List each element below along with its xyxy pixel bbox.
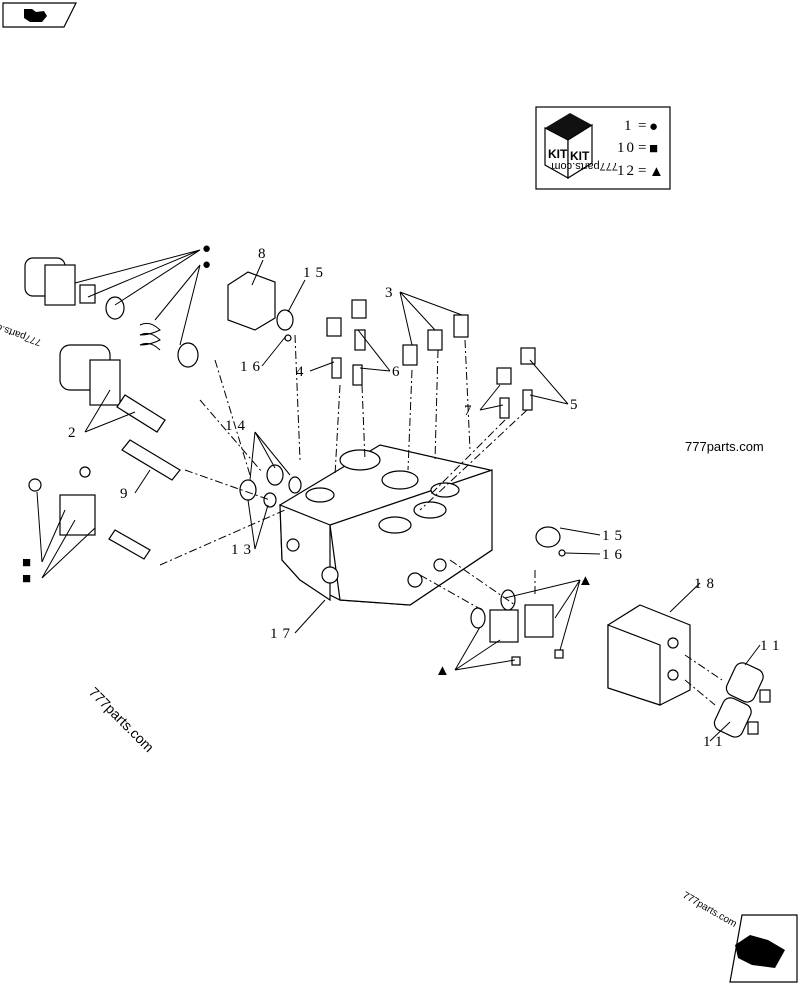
callout-8: 8 (258, 246, 271, 262)
callout-11: 11 (760, 638, 784, 654)
cover-block-part-8 (227, 271, 276, 331)
callout-15: 15 (303, 265, 328, 281)
valve-body-part-17 (279, 444, 493, 606)
watermark: 777parts.com (86, 684, 157, 755)
callout-5: 5 (570, 397, 583, 413)
svg-text:KIT: KIT (548, 147, 568, 161)
triangle-kit-symbol: ▲ (578, 573, 598, 589)
circle-kit-symbol: ● (202, 241, 216, 257)
callout-7: 7 (464, 403, 477, 419)
hand-pointing-right-icon (735, 935, 785, 968)
callout-4: 4 (296, 364, 309, 380)
callout-18: 18 (694, 576, 719, 592)
svg-text:=: = (638, 140, 646, 156)
solenoid-block-part-18 (607, 604, 691, 706)
kit-legend: KIT KIT 1 = ● 10 = ■ 12 = ▲ (535, 106, 671, 190)
circle-symbol: ● (649, 119, 658, 135)
callout-16: 16 (240, 359, 265, 375)
callout-17: 17 (270, 626, 295, 642)
relief-valve-cartridges (326, 299, 536, 419)
callout-14: 14 (225, 418, 250, 434)
flange-covers (470, 589, 564, 666)
leader-lines (36, 249, 761, 742)
square-symbol: ■ (649, 141, 658, 157)
triangle-symbol: ▲ (649, 164, 664, 180)
watermark: 777parts.com (685, 439, 764, 454)
hand-pointing-left-icon (24, 9, 47, 22)
circle-kit-symbol: ● (202, 257, 216, 273)
callout-15: 15 (602, 528, 627, 544)
previous-page-button[interactable] (2, 2, 77, 28)
svg-text:=: = (638, 118, 646, 134)
callout-13: 13 (231, 542, 256, 558)
kit-item-number: 1 (624, 118, 634, 134)
kit-item-number: 10 (617, 140, 636, 156)
callout-11: 11 (703, 734, 727, 750)
watermark: 777parts.com (681, 890, 739, 930)
callout-labels: 8 15 16 3 4 6 7 5 2 14 9 13 17 15 16 18 … (22, 241, 784, 750)
callout-2: 2 (68, 425, 81, 441)
kit-item-number: 12 (617, 163, 636, 179)
next-page-button[interactable] (729, 914, 798, 983)
callout-9: 9 (120, 486, 133, 502)
square-kit-symbol: ■ (22, 571, 36, 587)
callout-6: 6 (392, 364, 405, 380)
solenoid-coils-part-11 (713, 662, 771, 738)
solenoid-valve-assembly (24, 257, 199, 560)
spring-part (139, 322, 161, 351)
svg-text:=: = (638, 163, 646, 179)
svg-text:KIT: KIT (570, 149, 590, 163)
triangle-kit-symbol: ▲ (435, 663, 455, 679)
callout-16: 16 (602, 547, 627, 563)
watermark: 777parts.com (0, 316, 43, 347)
watermark: 777parts.com (551, 160, 618, 172)
square-kit-symbol: ■ (22, 555, 36, 571)
callout-3: 3 (385, 285, 398, 301)
kit-box-icon: KIT KIT (544, 113, 593, 180)
